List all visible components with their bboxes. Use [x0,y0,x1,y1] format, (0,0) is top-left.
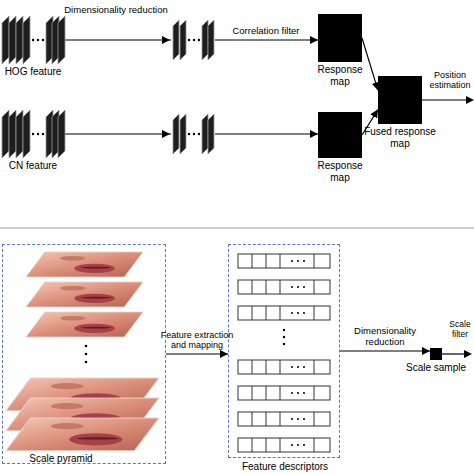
face-image-layer [6,378,159,411]
fused-response-map: Fused response map [378,76,422,124]
node-label: Response map [310,64,370,87]
node-label: Scale sample [400,362,472,374]
ellipsis-dot [85,361,88,364]
feature-panel [9,16,16,64]
ellipsis-dot [85,353,88,356]
feature-panel [58,16,65,64]
scale-sample: Scale sample [430,348,442,360]
section-separator [0,228,474,229]
flow-arrow [64,39,318,40]
flow-arrow [166,353,228,354]
feature-panel [16,110,23,158]
reduced-panel [202,114,208,154]
ellipsis-dots [188,133,200,135]
descriptor-row [238,254,330,268]
ellipsis-dots [32,39,44,41]
descriptor-row [238,412,330,426]
flow-arrow [64,133,318,134]
output-arrow-line [442,353,464,354]
ellipsis-dots [32,133,44,135]
node-label: Scale pyramid [11,453,111,465]
feature-panel [23,16,30,64]
response-map: Response map [318,14,362,62]
annotation-text: Correlation filter [232,26,299,37]
reduced-panel [180,20,186,60]
node-label: CN feature [0,160,72,172]
flow-arrow [340,350,430,351]
flow-arrow [362,38,378,90]
face-image-layer [26,312,143,337]
annotation-text: Position estimation [426,70,474,91]
scale-pyramid-box: Scale pyramid [2,244,166,464]
node-label: Feature descriptors [219,461,351,473]
node-label: Fused response map [356,126,444,149]
feature-panel [46,16,53,64]
arrow-head [464,350,472,358]
feature-panel [58,110,65,158]
feature-panel [52,16,59,64]
reduced-panel [202,20,208,60]
stack-backdrop [171,16,215,64]
ellipsis-dot [283,329,285,331]
feature-stack: CN feature [2,110,64,158]
face-image-layer [26,252,143,277]
edge-label: Feature extraction and mapping [157,330,237,351]
reduced-panel [173,20,179,60]
node-label: HOG feature [0,66,72,78]
descriptor-row [238,280,330,294]
feature-panel [2,110,9,158]
face-image-layer [6,418,159,451]
face-image-layer [26,282,143,307]
face-image-layer [6,398,159,431]
response-map: Response map [318,112,362,158]
reduced-panel [208,20,214,60]
feature-descriptor-box: Feature descriptors [228,244,340,458]
stack-backdrop [171,110,215,158]
feature-panel [16,16,23,64]
arrow-head [466,96,474,104]
annotation-text: Dimensionality reduction [64,5,168,16]
descriptor-row [238,386,330,400]
ellipsis-dot [85,345,88,348]
reduced-panel [208,114,214,154]
feature-panel [46,110,53,158]
edge-label: Dimensionality reduction [342,326,428,348]
node-label: Response map [310,160,370,183]
reduced-panel [180,114,186,154]
feature-stack: HOG feature [2,16,64,64]
ellipsis-dot [283,343,285,345]
annotation-text: Scale filter [446,320,474,340]
feature-panel [2,16,9,64]
descriptor-row [238,306,330,320]
descriptor-row [238,360,330,374]
ellipsis-dots [188,39,200,41]
feature-panel [9,110,16,158]
reduced-panel [173,114,179,154]
descriptor-row [238,438,330,452]
feature-panel [52,110,59,158]
arrow-head [162,130,170,138]
feature-panel [23,110,30,158]
arrow-head [162,36,170,44]
ellipsis-dot [283,336,285,338]
output-arrow-line [422,99,466,100]
